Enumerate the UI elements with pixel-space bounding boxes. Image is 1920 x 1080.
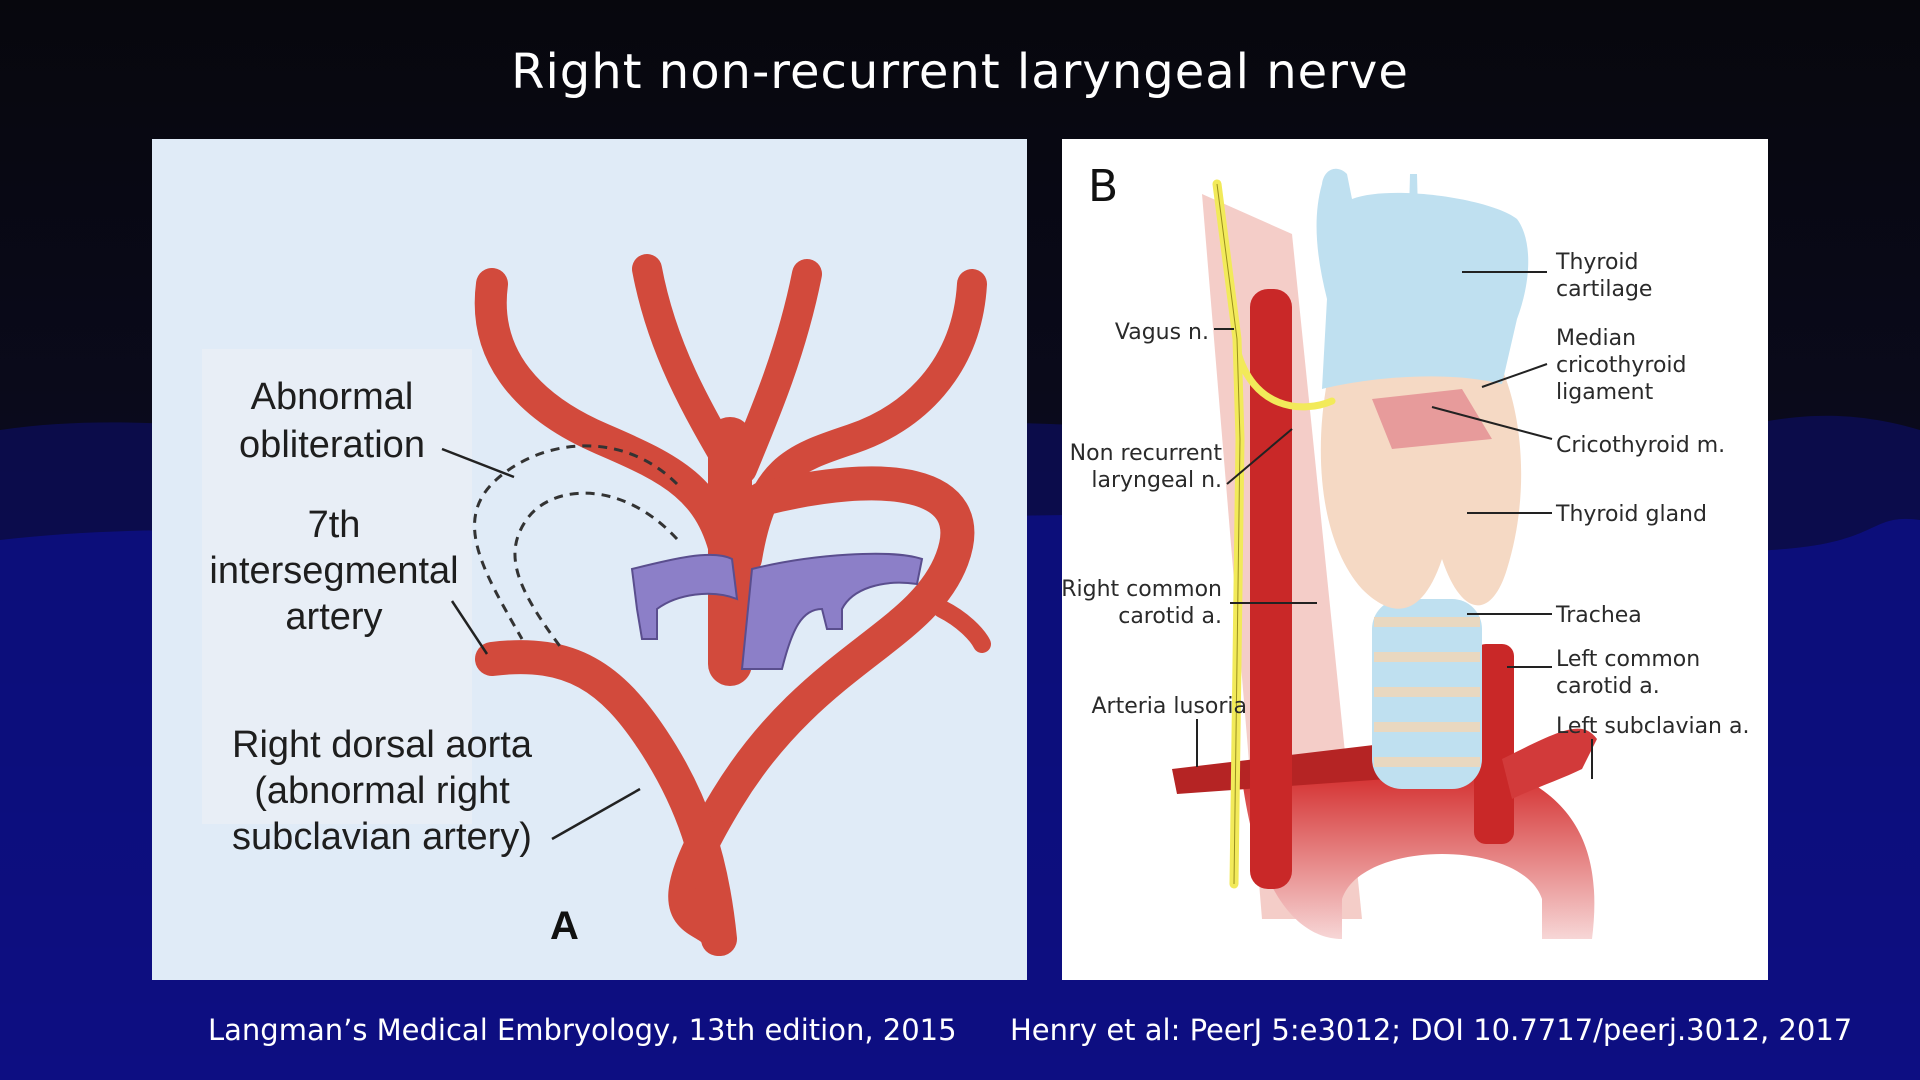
- cricothyroid-muscle: [1372, 389, 1492, 449]
- panel-b-anatomy-diagram: Thyroid cartilage Median cricothyroid li…: [1062, 139, 1768, 980]
- label-right-common-1: Right common: [1062, 577, 1222, 602]
- label-left-common-1: Left common: [1556, 647, 1700, 672]
- label-left-subclavian: Left subclavian a.: [1556, 714, 1749, 739]
- trachea: [1372, 599, 1482, 789]
- label-7th-intersegmental-3: artery: [285, 596, 382, 638]
- aortic-arch-vessels: [474, 254, 991, 956]
- label-median-2: cricothyroid: [1556, 353, 1687, 378]
- label-arteria-lusoria: Arteria lusoria: [1091, 694, 1247, 719]
- thyroid-cartilage-horn: [1409, 174, 1418, 214]
- label-thyroid-gland: Thyroid gland: [1555, 502, 1707, 527]
- label-right-dorsal-aorta-1: Right dorsal aorta: [232, 724, 533, 766]
- label-7th-intersegmental-2: intersegmental: [209, 550, 458, 592]
- left-subclavian: [1502, 728, 1597, 799]
- pulmonary-arch: [630, 552, 924, 670]
- obliterated-segment: [473, 444, 679, 650]
- label-median-1: Median: [1556, 326, 1636, 351]
- label-thyroid-cartilage-1: Thyroid: [1555, 250, 1639, 275]
- label-cricothyroid: Cricothyroid m.: [1556, 433, 1725, 458]
- panel-b-leader-lines: [1196, 271, 1593, 779]
- label-trachea: Trachea: [1555, 603, 1642, 628]
- leader-lines: [441, 447, 641, 841]
- right-common-carotid: [1250, 289, 1292, 889]
- label-median-3: ligament: [1556, 380, 1654, 405]
- panel-a-embryology-diagram: Abnormal obliteration 7th intersegmental…: [152, 139, 1027, 980]
- label-nonrecurrent-2: laryngeal n.: [1091, 468, 1222, 493]
- label-7th-intersegmental-1: 7th: [308, 504, 361, 546]
- label-nonrecurrent-1: Non recurrent: [1070, 441, 1223, 466]
- label-right-dorsal-aorta-2: (abnormal right: [254, 770, 510, 812]
- non-recurrent-laryngeal-nerve: [1233, 345, 1336, 411]
- thyroid-cartilage: [1316, 168, 1529, 389]
- label-thyroid-cartilage-2: cartilage: [1556, 277, 1652, 302]
- panel-a-letter: A: [550, 904, 579, 948]
- vagus-nerve-outline: [1216, 183, 1241, 885]
- panel-b-letter: B: [1088, 161, 1118, 212]
- label-abnormal-obliteration-2: obliteration: [239, 424, 425, 466]
- caption-right: Henry et al: PeerJ 5:e3012; DOI 10.7717/…: [1010, 1013, 1853, 1047]
- aortic-arch-illustration: Abnormal obliteration 7th intersegmental…: [202, 254, 991, 956]
- label-right-dorsal-aorta-3: subclavian artery): [232, 816, 532, 858]
- label-left-common-2: carotid a.: [1556, 674, 1660, 699]
- left-common-carotid: [1474, 644, 1514, 844]
- larynx-anatomy-illustration: Thyroid cartilage Median cricothyroid li…: [1062, 161, 1749, 939]
- label-right-common-2: carotid a.: [1118, 604, 1222, 629]
- aortic-arch: [1242, 769, 1595, 939]
- caption-left: Langman’s Medical Embryology, 13th editi…: [208, 1013, 957, 1047]
- thyroid-gland: [1320, 349, 1522, 609]
- label-backdrop: [202, 349, 472, 824]
- label-abnormal-obliteration-1: Abnormal: [251, 376, 414, 418]
- label-vagus: Vagus n.: [1115, 320, 1209, 345]
- slide-title: Right non-recurrent laryngeal nerve: [511, 44, 1409, 100]
